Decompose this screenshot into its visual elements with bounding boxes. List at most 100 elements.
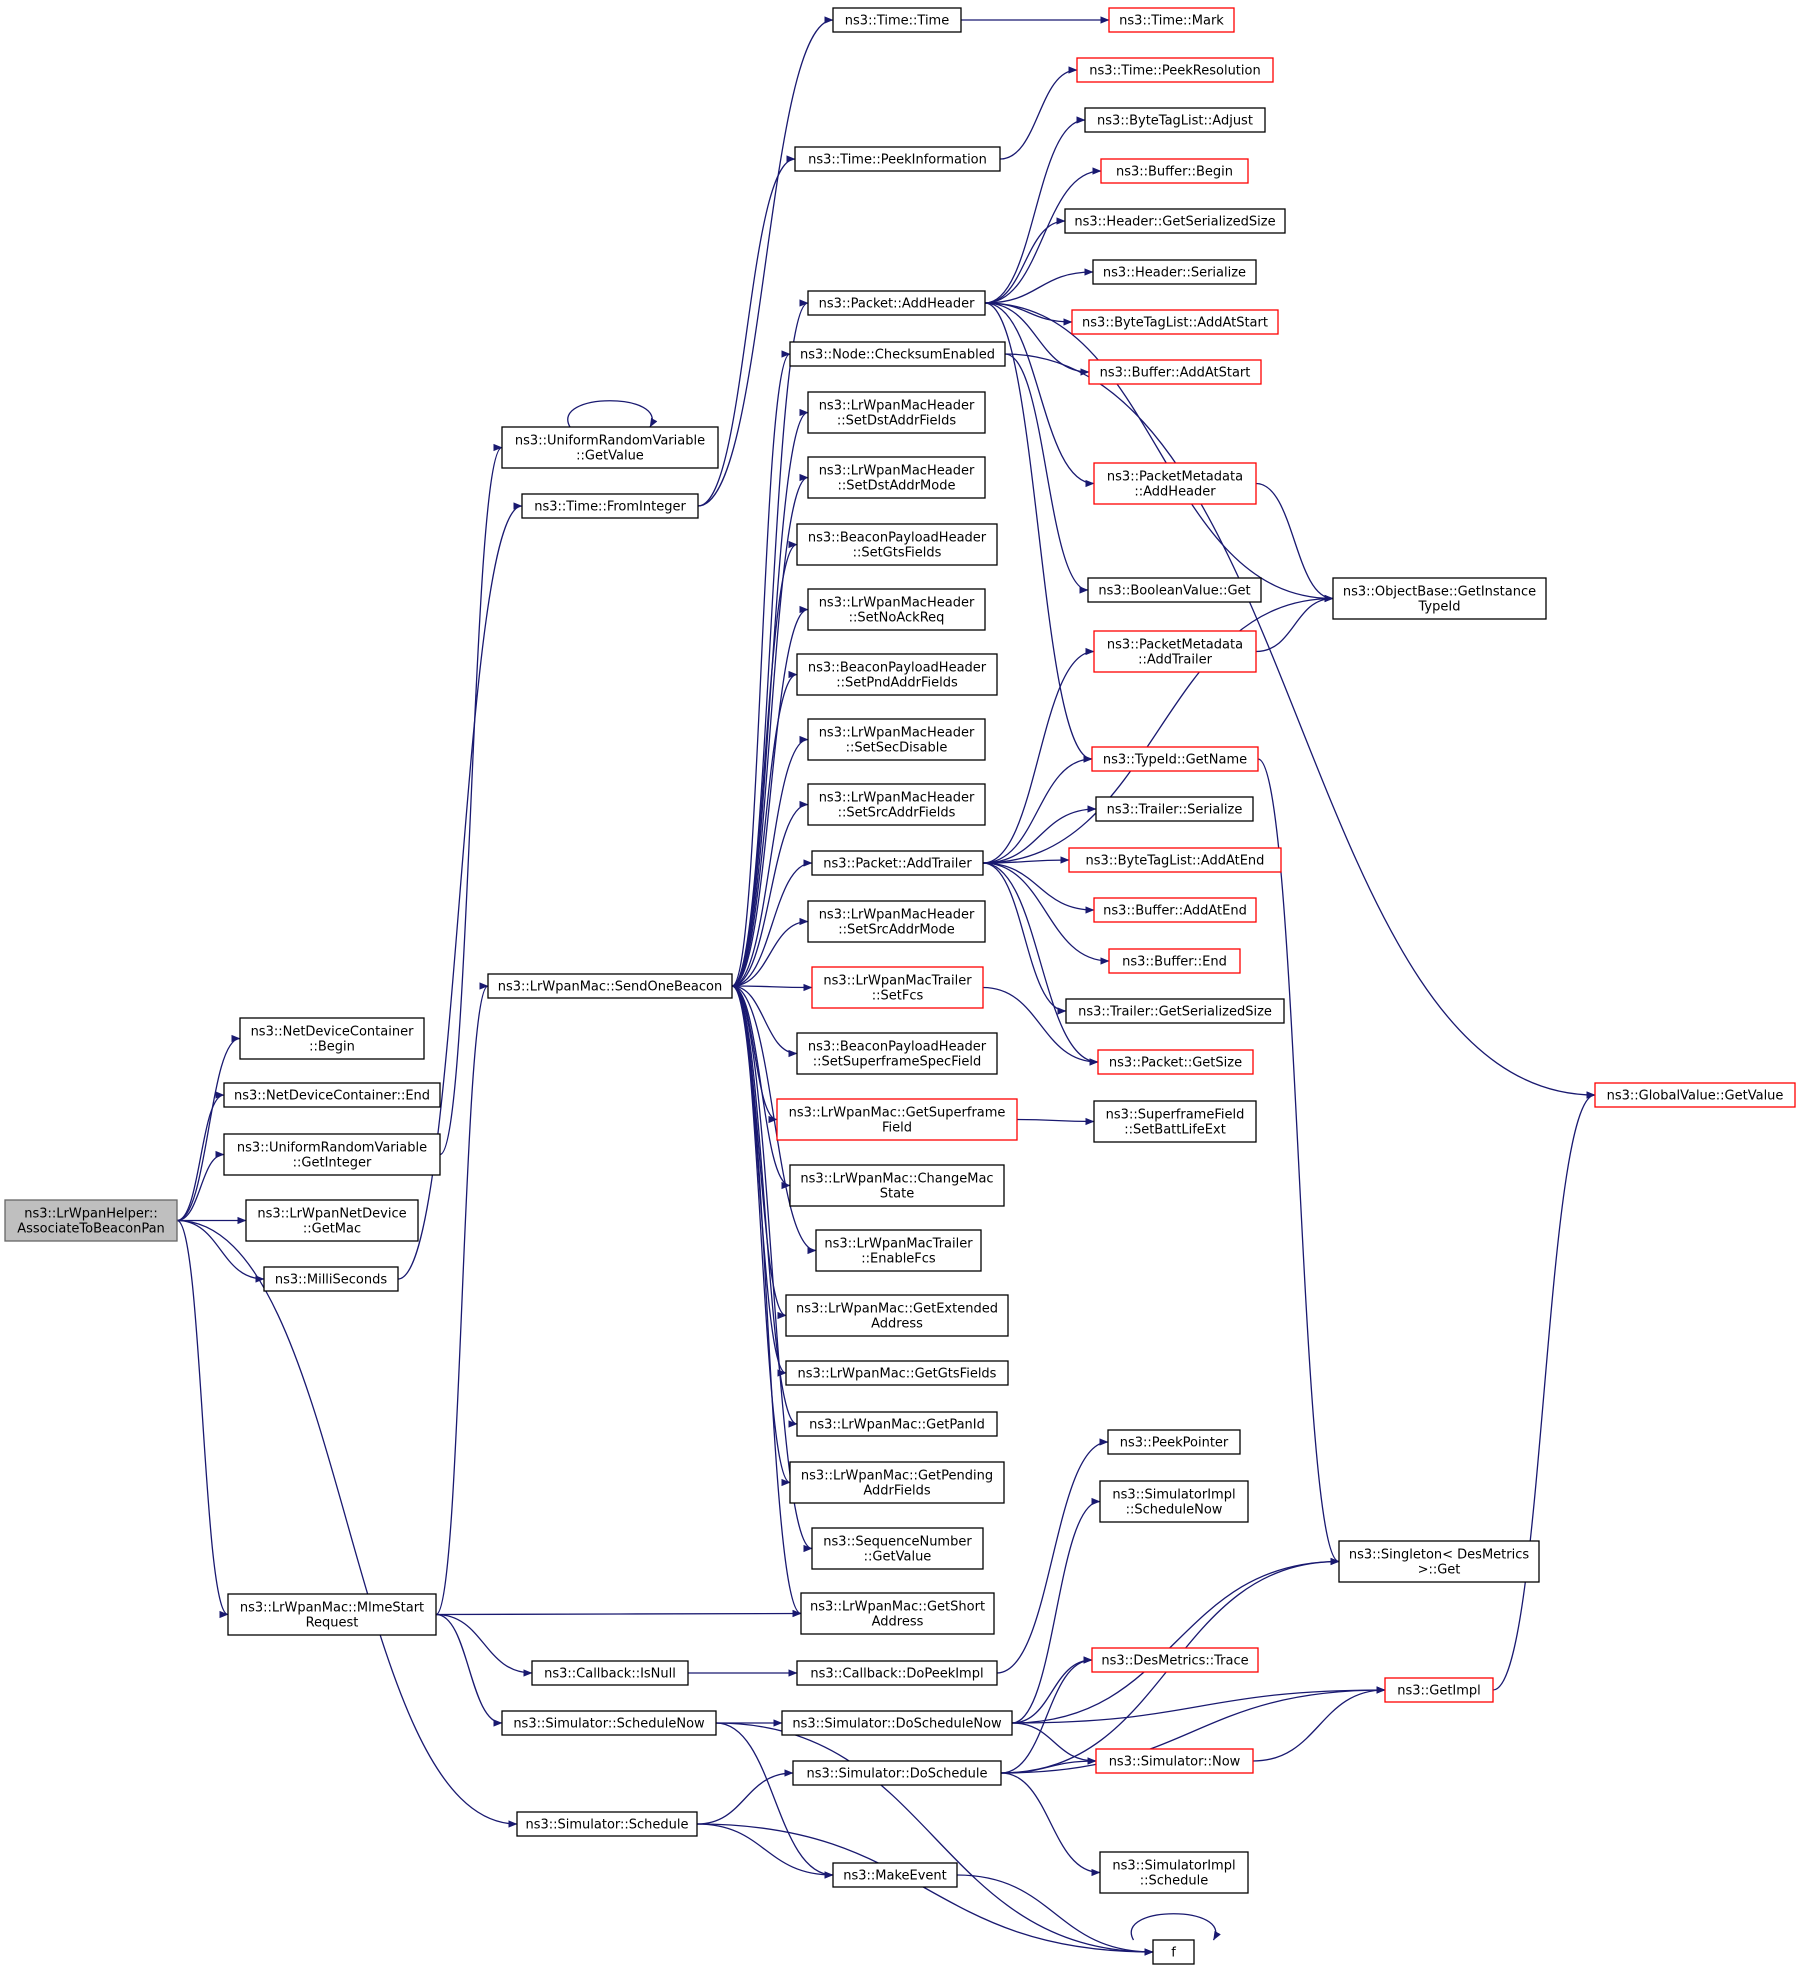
node-urv-getvalue[interactable]: ns3::UniformRandomVariable::GetValue <box>501 426 719 469</box>
node-milliseconds[interactable]: ns3::MilliSeconds <box>263 1266 399 1292</box>
node-cb-isnull[interactable]: ns3::Callback::IsNull <box>531 1660 689 1686</box>
node-sim-schedule[interactable]: ns3::Simulator::Schedule <box>516 1811 698 1837</box>
edge-sim_doschedulenow-to-singleton_get <box>1011 1557 1340 1724</box>
node-cb-dopeekimpl[interactable]: ns3::Callback::DoPeekImpl <box>796 1660 998 1686</box>
edge-milliseconds-to-time_frominteger <box>397 502 523 1280</box>
node-ndc-end[interactable]: ns3::NetDeviceContainer::End <box>223 1082 441 1108</box>
node-mh-setdstaddrfields[interactable]: ns3::LrWpanMacHeader::SetDstAddrFields <box>807 391 986 434</box>
node-sf-setbatt[interactable]: ns3::SuperframeField::SetBattLifeExt <box>1093 1100 1257 1143</box>
node-time-peekinfo[interactable]: ns3::Time::PeekInformation <box>794 146 1001 172</box>
node-label: ns3::LrWpanMac::MlmeStart <box>240 1601 424 1616</box>
node-ndc-begin[interactable]: ns3::NetDeviceContainer::Begin <box>239 1017 425 1060</box>
node-mt-enablefcs[interactable]: ns3::LrWpanMacTrailer::EnableFcs <box>815 1229 982 1272</box>
node-simimpl-schedule[interactable]: ns3::SimulatorImpl::Schedule <box>1099 1851 1249 1894</box>
node-label: ::GetValue <box>864 1550 932 1565</box>
node-bph-setsuperframe[interactable]: ns3::BeaconPayloadHeader::SetSuperframeS… <box>796 1032 998 1075</box>
node-bph-setgts[interactable]: ns3::BeaconPayloadHeader::SetGtsFields <box>796 523 998 566</box>
node-netdev-getmac[interactable]: ns3::LrWpanNetDevice::GetMac <box>245 1199 419 1242</box>
node-box <box>1064 208 1286 234</box>
node-label: AssociateToBeaconPan <box>17 1222 165 1237</box>
node-box <box>832 7 962 33</box>
node-hdr-getsersize[interactable]: ns3::Header::GetSerializedSize <box>1064 208 1286 234</box>
node-sim-doschedulenow[interactable]: ns3::Simulator::DoScheduleNow <box>781 1710 1013 1736</box>
node-urv-getinteger[interactable]: ns3::UniformRandomVariable::GetInteger <box>223 1133 441 1176</box>
node-mh-setdstaddrmode[interactable]: ns3::LrWpanMacHeader::SetDstAddrMode <box>807 456 986 499</box>
node-buf-end[interactable]: ns3::Buffer::End <box>1108 948 1241 974</box>
edge-pkt_addtrailer-to-btl_addatend <box>982 856 1070 864</box>
node-btl-addatstart[interactable]: ns3::ByteTagList::AddAtStart <box>1071 309 1279 335</box>
node-label: AddrFields <box>863 1484 931 1499</box>
node-hdr-serialize[interactable]: ns3::Header::Serialize <box>1092 259 1257 285</box>
node-sim-doschedule[interactable]: ns3::Simulator::DoSchedule <box>792 1760 1002 1786</box>
node-time-peekres[interactable]: ns3::Time::PeekResolution <box>1076 57 1274 83</box>
edge-f-to-f <box>1130 1913 1221 1941</box>
node-btl-adjust[interactable]: ns3::ByteTagList::Adjust <box>1084 107 1266 133</box>
node-box <box>807 391 986 434</box>
node-box <box>807 456 986 499</box>
node-bph-setpnd[interactable]: ns3::BeaconPayloadHeader::SetPndAddrFiel… <box>796 653 998 696</box>
node-pm-addheader[interactable]: ns3::PacketMetadata::AddHeader <box>1093 462 1257 505</box>
node-getimpl[interactable]: ns3::GetImpl <box>1384 1677 1494 1703</box>
node-boolval-get[interactable]: ns3::BooleanValue::Get <box>1087 577 1262 603</box>
node-pkt-addtrailer[interactable]: ns3::Packet::AddTrailer <box>811 850 984 876</box>
edge-makeevent-to-f <box>956 1874 1154 1956</box>
node-mt-setfcs[interactable]: ns3::LrWpanMacTrailer::SetFcs <box>811 966 984 1009</box>
node-mh-setsrcaddrmode[interactable]: ns3::LrWpanMacHeader::SetSrcAddrMode <box>807 900 986 943</box>
edge-root-to-mlmestart <box>176 1219 229 1618</box>
node-root[interactable]: ns3::LrWpanHelper::AssociateToBeaconPan <box>4 1199 178 1242</box>
node-label: ::ScheduleNow <box>1126 1503 1223 1518</box>
edge-sendonebeacon-to-node_checksum <box>731 350 791 987</box>
node-label: ns3::SimulatorImpl <box>1112 1488 1235 1503</box>
node-mh-setsecdisable[interactable]: ns3::LrWpanMacHeader::SetSecDisable <box>807 718 986 761</box>
node-simimpl-schedulenow[interactable]: ns3::SimulatorImpl::ScheduleNow <box>1099 1480 1249 1523</box>
node-sim-now[interactable]: ns3::Simulator::Now <box>1095 1748 1254 1774</box>
node-pkt-addheader[interactable]: ns3::Packet::AddHeader <box>807 290 986 316</box>
node-label: ::SetDstAddrFields <box>837 414 957 429</box>
node-label: ns3::Simulator::DoScheduleNow <box>792 1717 1002 1732</box>
node-pkt-getsize[interactable]: ns3::Packet::GetSize <box>1097 1049 1254 1075</box>
node-typeid-getname[interactable]: ns3::TypeId::GetName <box>1091 746 1259 772</box>
node-label: ns3::Callback::IsNull <box>544 1667 676 1682</box>
node-makeevent[interactable]: ns3::MakeEvent <box>832 1862 958 1888</box>
node-sendonebeacon[interactable]: ns3::LrWpanMac::SendOneBeacon <box>487 973 733 999</box>
edge-time_frominteger-to-time_time <box>697 16 834 507</box>
edge-sendonebeacon-to-bph_setgts <box>731 541 798 987</box>
node-label: ns3::LrWpanMacTrailer <box>823 974 972 989</box>
node-mac-getgts[interactable]: ns3::LrWpanMac::GetGtsFields <box>785 1360 1009 1386</box>
node-sim-schedulenow[interactable]: ns3::Simulator::ScheduleNow <box>501 1710 717 1736</box>
node-box <box>1384 1677 1494 1703</box>
node-buf-begin[interactable]: ns3::Buffer::Begin <box>1100 158 1249 184</box>
node-mh-setsrcaddrfields[interactable]: ns3::LrWpanMacHeader::SetSrcAddrFields <box>807 783 986 826</box>
node-node-checksum[interactable]: ns3::Node::ChecksumEnabled <box>789 341 1006 367</box>
node-peekpointer[interactable]: ns3::PeekPointer <box>1107 1429 1241 1455</box>
node-buf-addatend[interactable]: ns3::Buffer::AddAtEnd <box>1093 897 1257 923</box>
node-label: ns3::GetImpl <box>1397 1684 1481 1699</box>
node-gv-getvalue[interactable]: ns3::GlobalValue::GetValue <box>1594 1082 1796 1108</box>
node-label: ns3::BooleanValue::Get <box>1098 584 1250 599</box>
node-box <box>1108 7 1235 33</box>
node-pm-addtrailer[interactable]: ns3::PacketMetadata::AddTrailer <box>1093 630 1257 673</box>
node-seqnum-getvalue[interactable]: ns3::SequenceNumber::GetValue <box>811 1527 984 1570</box>
node-mh-setnoack[interactable]: ns3::LrWpanMacHeader::SetNoAckReq <box>807 588 986 631</box>
node-trl-serialize[interactable]: ns3::Trailer::Serialize <box>1095 796 1254 822</box>
node-trl-getsersize[interactable]: ns3::Trailer::GetSerializedSize <box>1065 998 1285 1024</box>
node-buf-addatstart[interactable]: ns3::Buffer::AddAtStart <box>1088 359 1262 385</box>
node-btl-addatend[interactable]: ns3::ByteTagList::AddAtEnd <box>1068 847 1282 873</box>
node-singleton-get[interactable]: ns3::Singleton< DesMetrics>::Get <box>1338 1540 1540 1583</box>
node-label: ns3::Header::Serialize <box>1103 266 1246 281</box>
node-desmetrics-trace[interactable]: ns3::DesMetrics::Trace <box>1091 1647 1259 1673</box>
node-time-mark[interactable]: ns3::Time::Mark <box>1108 7 1235 33</box>
node-time-time[interactable]: ns3::Time::Time <box>832 7 962 33</box>
edge-sim_now-to-getimpl <box>1252 1686 1386 1762</box>
node-time-frominteger[interactable]: ns3::Time::FromInteger <box>521 493 699 519</box>
node-f[interactable]: f <box>1152 1939 1195 1965</box>
node-mac-getpanid[interactable]: ns3::LrWpanMac::GetPanId <box>796 1411 998 1437</box>
edge-node_checksum-to-gv_getvalue <box>1004 353 1596 1099</box>
